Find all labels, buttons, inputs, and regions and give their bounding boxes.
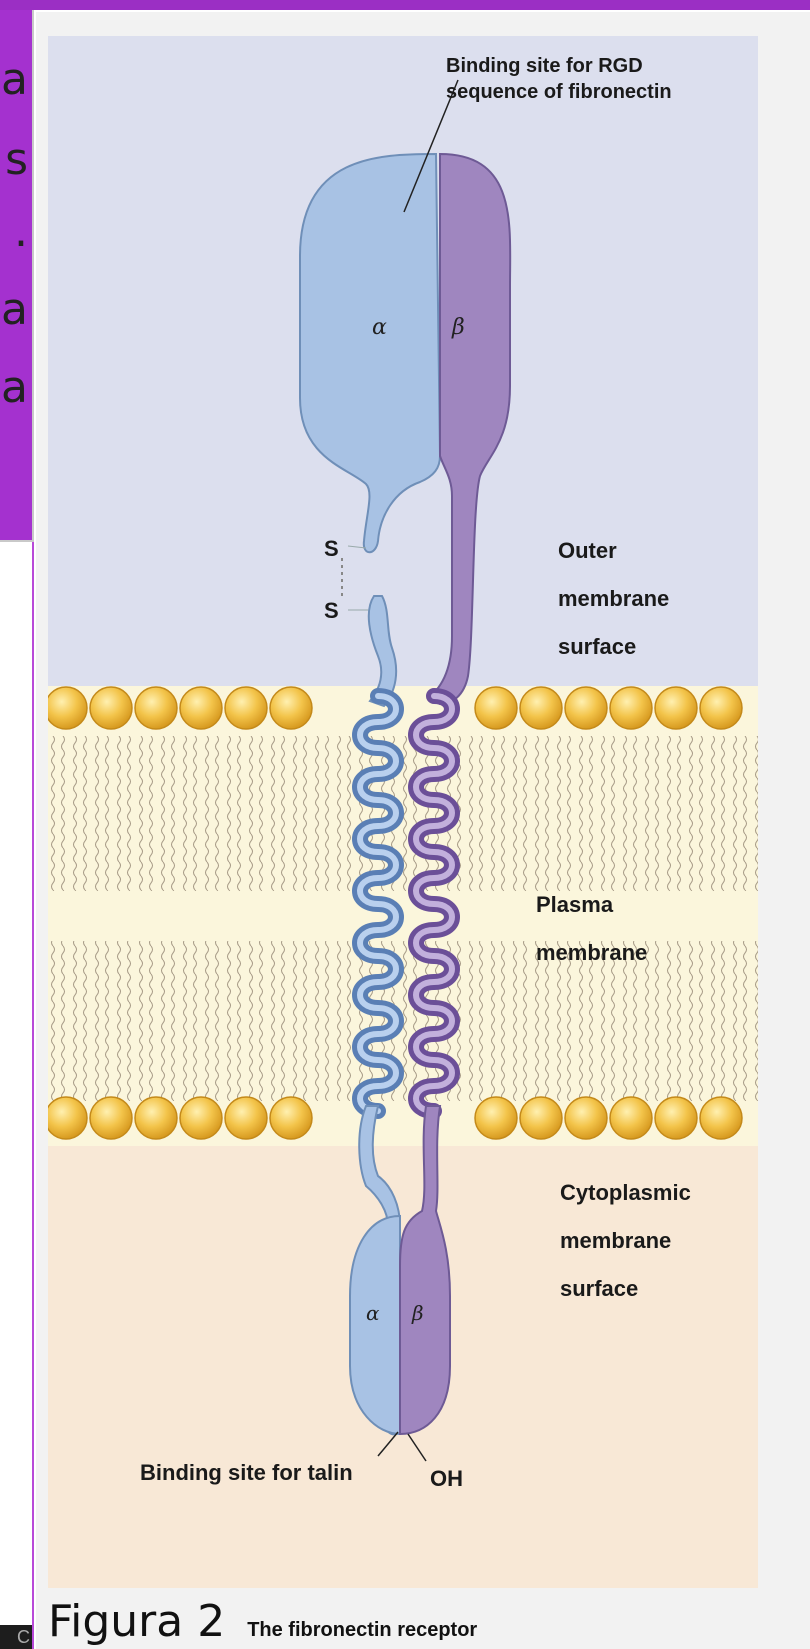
lipid-head: [565, 687, 607, 729]
cytoplasmic-surface-label-line2: membrane: [560, 1228, 671, 1253]
cytoplasmic-surface-label-line1: Cytoplasmic: [560, 1180, 691, 1205]
lipid-head: [475, 687, 517, 729]
lipid-head: [610, 687, 652, 729]
figure-title: The fibronectin receptor: [247, 1619, 477, 1642]
corner-glyph: C: [17, 1627, 30, 1648]
figure-caption: Figura 2 The fibronectin receptor: [48, 1596, 477, 1646]
beta-top-label: β: [451, 315, 465, 340]
talin-label: Binding site for talin: [140, 1460, 353, 1485]
cytoplasmic-surface-label-line3: surface: [560, 1276, 638, 1301]
lipid-head: [90, 687, 132, 729]
lipid-head: [475, 1097, 517, 1139]
text-fragment: .: [14, 210, 28, 254]
rgd-label-line2: sequence of fibronectin: [446, 81, 672, 103]
lipid-head: [180, 687, 222, 729]
sulfur-label-lower: S: [324, 598, 339, 623]
text-fragment: a: [1, 58, 28, 102]
lipid-head: [135, 687, 177, 729]
lipid-head: [700, 1097, 742, 1139]
plasma-membrane-label-line1: Plasma: [536, 892, 614, 917]
outer-surface-label-line3: surface: [558, 634, 636, 659]
alpha-bottom-label: α: [366, 1301, 380, 1325]
lipid-head: [135, 1097, 177, 1139]
lipid-head: [270, 687, 312, 729]
lipid-head: [565, 1097, 607, 1139]
lipid-head: [225, 1097, 267, 1139]
lipid-head: [610, 1097, 652, 1139]
lipid-head: [655, 687, 697, 729]
fibronectin-receptor-diagram: Binding site for RGD sequence of fibrone…: [48, 36, 758, 1588]
lipid-head: [655, 1097, 697, 1139]
outer-surface-label-line1: Outer: [558, 538, 617, 563]
slide-panel-edge: C: [0, 542, 34, 1649]
outer-surface-label-line2: membrane: [558, 586, 669, 611]
lipid-head: [270, 1097, 312, 1139]
lipid-head: [48, 687, 87, 729]
lipid-head: [700, 687, 742, 729]
top-accent-bar: [0, 0, 810, 10]
lipid-head: [180, 1097, 222, 1139]
alpha-top-label: α: [372, 315, 387, 340]
text-panel-fragment: a s . a a: [0, 10, 34, 542]
alpha-cytoplasmic-domain: [350, 1216, 400, 1434]
figure-number: Figura 2: [48, 1596, 225, 1647]
corner-block: C: [0, 1625, 32, 1649]
beta-bottom-label: β: [411, 1301, 424, 1325]
lipid-head: [90, 1097, 132, 1139]
rgd-label-line1: Binding site for RGD: [446, 55, 643, 77]
lipid-head: [520, 687, 562, 729]
plasma-membrane-label-line2: membrane: [536, 940, 647, 965]
sulfur-label-upper: S: [324, 536, 339, 561]
text-fragment: a: [1, 366, 28, 410]
text-fragment: s: [5, 138, 28, 182]
lipid-head: [225, 687, 267, 729]
lipid-head: [520, 1097, 562, 1139]
text-fragment: a: [1, 288, 28, 332]
lipid-head: [48, 1097, 87, 1139]
oh-label: OH: [430, 1466, 463, 1491]
